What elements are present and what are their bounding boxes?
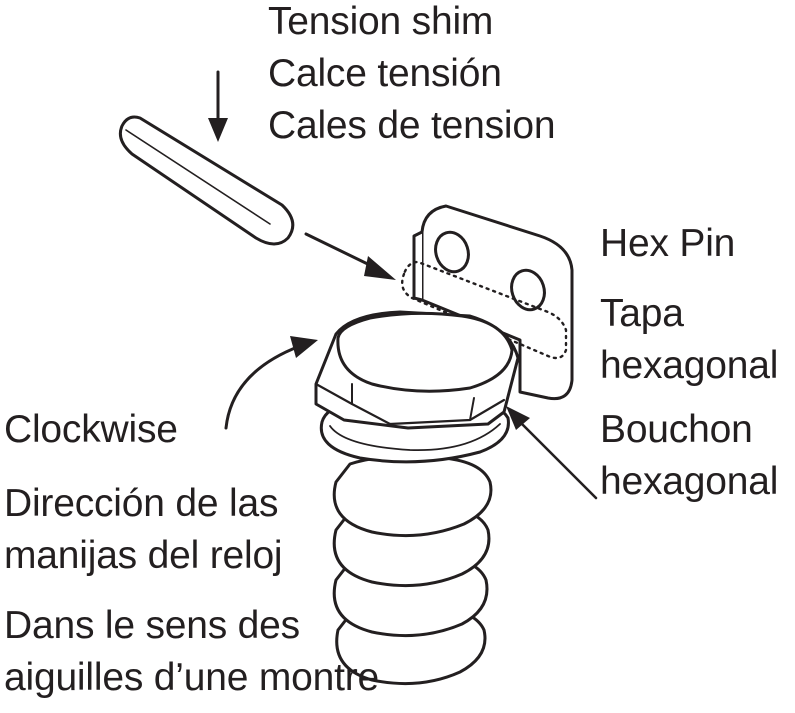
tension-shim-part [118,115,295,246]
shim-down-arrow [208,70,228,142]
hex-pin-label-fr-2: hexagonal [600,460,779,503]
clockwise-label-es-2: manijas del reloj [4,534,283,577]
hex-pin-label-en: Hex Pin [600,222,736,265]
clockwise-label-en: Clockwise [4,408,178,451]
hex-pin-label-group: Hex Pin Tapa hexagonal Bouchon hexagonal [600,218,778,508]
tension-shim-label-fr: Cales de tension [268,104,556,147]
spring-part [332,454,493,686]
tension-shim-label-en: Tension shim [268,0,494,43]
hex-pin-label-fr-1: Bouchon [600,408,753,451]
tension-shim-label-es: Calce tensión [268,52,502,95]
tension-shim-label-group: Tension shim Calce tensión Cales de tens… [268,0,556,152]
bracket-part [401,204,574,401]
hex-pin-leader-line [506,406,598,500]
hex-cap-part [314,310,520,430]
clockwise-label-es-1: Dirección de las [4,482,279,525]
clockwise-label-group: Clockwise Dirección de las manijas del r… [4,404,379,704]
clockwise-arrow [224,336,318,430]
clockwise-label-fr-1: Dans le sens des [4,604,300,647]
shim-insert-arrow [304,232,396,280]
hex-pin-label-es-1: Tapa [600,292,684,335]
clockwise-label-fr-2: aiguilles d’une montre [4,656,379,699]
hex-pin-label-es-2: hexagonal [600,344,779,387]
